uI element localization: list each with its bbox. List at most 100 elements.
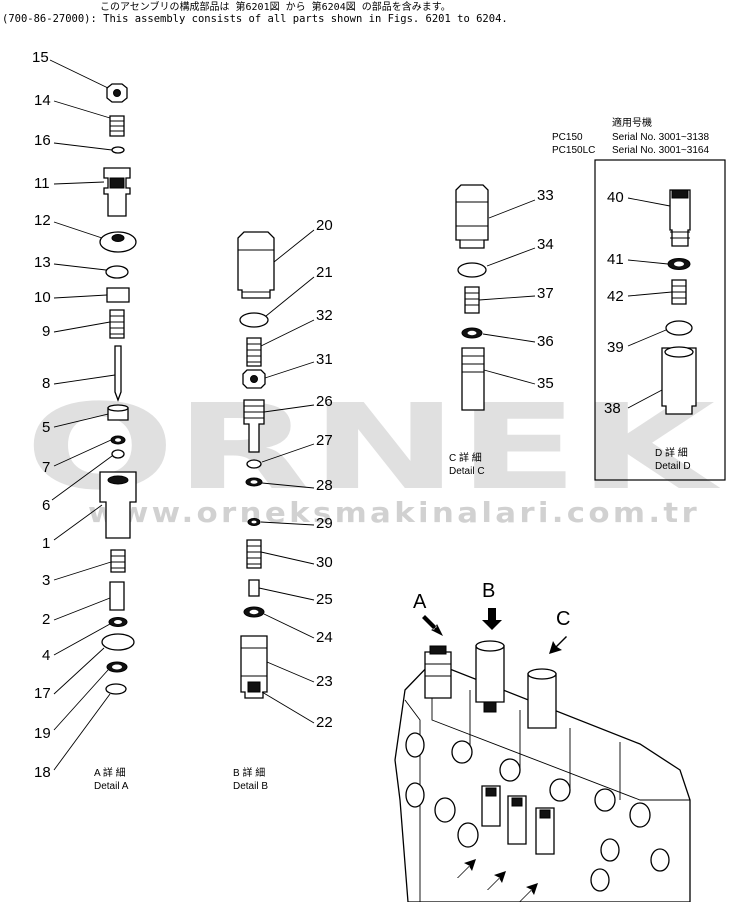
detail-a-labels: 15 14 16 11 12 13 10 9 8 5 7 6 1 3 2 4 1…: [32, 49, 129, 792]
part-1-shape: [99, 471, 137, 539]
label-12: 12: [34, 212, 51, 229]
label-16: 16: [34, 132, 51, 149]
callout-a-label: A: [413, 591, 427, 613]
part-32-shape: [246, 337, 262, 367]
label-13: 13: [34, 254, 51, 271]
detail-a-parts: [99, 83, 137, 695]
label-28: 28: [316, 477, 333, 494]
label-23: 23: [316, 673, 333, 690]
label-36: 36: [537, 333, 554, 350]
label-29: 29: [316, 515, 333, 532]
label-25: 25: [316, 591, 333, 608]
callout-b-label: B: [482, 580, 495, 602]
label-20: 20: [316, 217, 333, 234]
label-4: 4: [42, 647, 50, 664]
detail-a-caption-jp: A 詳 細: [94, 766, 126, 779]
callout-b-arrow: [482, 608, 502, 630]
label-5: 5: [42, 419, 50, 436]
callout-a-arrow: [422, 615, 443, 636]
part-13-shape: [105, 265, 129, 279]
part-30-shape: [246, 539, 262, 569]
label-10: 10: [34, 289, 51, 306]
label-6: 6: [42, 497, 50, 514]
label-18: 18: [34, 764, 51, 781]
part-6-shape: [111, 449, 125, 459]
applicability-title: 適用号機: [612, 116, 652, 129]
label-3: 3: [42, 572, 50, 589]
label-26: 26: [316, 393, 333, 410]
applicability-note: 適用号機 PC150 Serial No. 3001~3138 PC150LC …: [552, 116, 709, 156]
label-21: 21: [316, 264, 333, 281]
applicability-model-2: PC150LC: [552, 145, 595, 156]
part-38-shape: [661, 347, 697, 415]
part-8-shape: [114, 345, 122, 402]
label-34: 34: [537, 236, 554, 253]
part-2-shape: [109, 581, 125, 611]
part-25-shape: [248, 579, 260, 597]
detail-a-caption-en: Detail A: [94, 781, 129, 792]
detail-b-caption-jp: B 詳 細: [233, 766, 265, 779]
callout-c-label: C: [556, 608, 570, 630]
part-16-shape: [111, 146, 125, 154]
label-30: 30: [316, 554, 333, 571]
label-31: 31: [316, 351, 333, 368]
watermark-site: www.orneksmakinalari.com.tr: [88, 496, 700, 529]
detail-d-caption-jp: D 詳 細: [655, 446, 688, 459]
part-27-shape: [246, 459, 262, 469]
label-17: 17: [34, 685, 51, 702]
label-41: 41: [607, 251, 624, 268]
label-40: 40: [607, 189, 624, 206]
detail-c-caption-en: Detail C: [449, 466, 485, 477]
label-7: 7: [42, 459, 50, 476]
applicability-serial-1: Serial No. 3001~3138: [612, 132, 709, 143]
part-3-shape: [110, 549, 126, 573]
part-35-shape: [461, 347, 485, 411]
detail-d-parts: [661, 189, 697, 415]
label-37: 37: [537, 285, 554, 302]
applicability-model-1: PC150: [552, 132, 583, 143]
callout-c-arrow: [549, 636, 567, 654]
label-24: 24: [316, 629, 333, 646]
part-15-hole: [113, 89, 121, 97]
watermark-brand: ORNEK: [25, 378, 722, 516]
detail-c-labels: 33 34 37 36 35 C 詳 細 Detail C: [449, 187, 554, 477]
detail-d-caption-en: Detail D: [655, 461, 691, 472]
label-11: 11: [34, 175, 50, 192]
header-japanese: このアセンブリの構成部品は 第6201図 から 第6204図 の部品を含みます。: [100, 0, 451, 13]
part-26-shape: [243, 399, 265, 453]
part-11-shape: [103, 167, 131, 217]
label-33: 33: [537, 187, 554, 204]
label-35: 35: [537, 375, 554, 392]
detail-c-caption-jp: C 詳 細: [449, 451, 482, 464]
part-33-shape: [455, 184, 489, 249]
part-18-shape: [105, 683, 127, 695]
detail-b-labels: 20 21 32 31 26 27 28 29 30 25 24 23 22 B…: [233, 217, 333, 792]
detail-d-labels: 40 41 42 39 38 D 詳 細 Detail D: [604, 189, 691, 472]
header-english: (700-86-27000): This assembly consists o…: [2, 13, 508, 25]
applicability-serial-2: Serial No. 3001~3164: [612, 145, 709, 156]
detail-b-parts: [237, 231, 275, 699]
label-42: 42: [607, 288, 624, 305]
part-34-shape: [457, 262, 487, 278]
detail-b-caption-en: Detail B: [233, 781, 268, 792]
label-19: 19: [34, 725, 51, 742]
label-15: 15: [32, 49, 49, 66]
label-27: 27: [316, 432, 333, 449]
detail-d-box: [594, 159, 726, 481]
label-8: 8: [42, 375, 50, 392]
part-21-shape: [239, 312, 269, 328]
detail-c-parts: [455, 184, 489, 411]
label-2: 2: [42, 611, 50, 628]
label-32: 32: [316, 307, 333, 324]
part-9-shape: [109, 309, 125, 339]
label-9: 9: [42, 323, 50, 340]
label-38: 38: [604, 400, 621, 417]
label-14: 14: [34, 92, 51, 109]
label-39: 39: [607, 339, 624, 356]
part-17-shape: [101, 633, 135, 651]
part-37-shape: [464, 286, 480, 314]
part-39-shape: [665, 320, 693, 336]
part-10-shape: [106, 287, 130, 303]
label-1: 1: [42, 535, 50, 552]
